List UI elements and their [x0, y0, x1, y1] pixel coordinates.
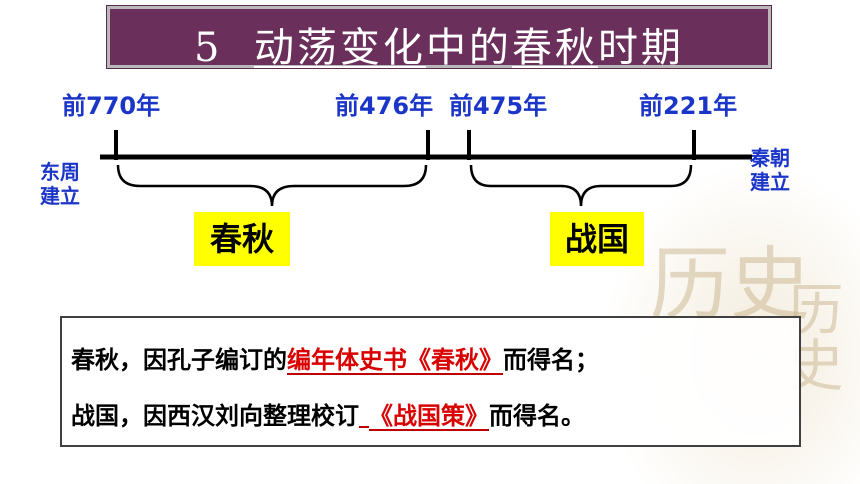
line1-suffix: 而得名；	[503, 346, 599, 374]
period-warring-states: 战国	[550, 212, 644, 266]
year-label-end: 前221年	[639, 92, 738, 120]
line2-highlight: 《战国策》	[369, 402, 489, 430]
start-label-line1: 东周	[40, 160, 80, 184]
timeline-end-label: 秦朝 建立	[750, 146, 790, 194]
timeline-start-label: 东周 建立	[40, 160, 80, 208]
end-label-line2: 建立	[750, 170, 790, 194]
title-part-3: 春秋	[511, 25, 598, 71]
period-spring-autumn: 春秋	[194, 212, 290, 266]
year-label-start: 前770年	[62, 92, 161, 120]
explanation-line-1: 春秋，因孔子编订的编年体史书《春秋》而得名；	[71, 340, 599, 375]
brace-spring-autumn	[116, 164, 428, 207]
title-part-4: 时期	[597, 25, 684, 71]
year-label-spring-autumn-end: 前476年	[335, 92, 434, 120]
line1-prefix: 春秋，因孔子编订的	[71, 346, 287, 374]
page-title: 5 动荡变化中的春秋时期	[110, 15, 768, 73]
start-label-line2: 建立	[40, 184, 80, 208]
line1-highlight: 编年体史书《春秋》	[287, 346, 503, 374]
watermark-glyph: 历史	[650, 238, 810, 331]
year-label-warring-states-start: 前475年	[449, 92, 548, 120]
explanation-box: 春秋，因孔子编订的编年体史书《春秋》而得名； 战国，因西汉刘向整理校订《战国策》…	[60, 316, 801, 447]
line2-prefix: 战国，因西汉刘向整理校订	[71, 402, 359, 430]
end-label-line1: 秦朝	[750, 146, 790, 170]
title-part-1: 动荡变化	[253, 25, 426, 71]
title-part-2: 中的	[425, 25, 512, 71]
title-number: 5	[194, 25, 223, 71]
line2-suffix: 而得名。	[489, 402, 585, 430]
line2-blank	[359, 404, 369, 428]
explanation-line-2: 战国，因西汉刘向整理校订《战国策》而得名。	[71, 396, 585, 431]
title-banner: 5 动荡变化中的春秋时期	[106, 5, 772, 71]
